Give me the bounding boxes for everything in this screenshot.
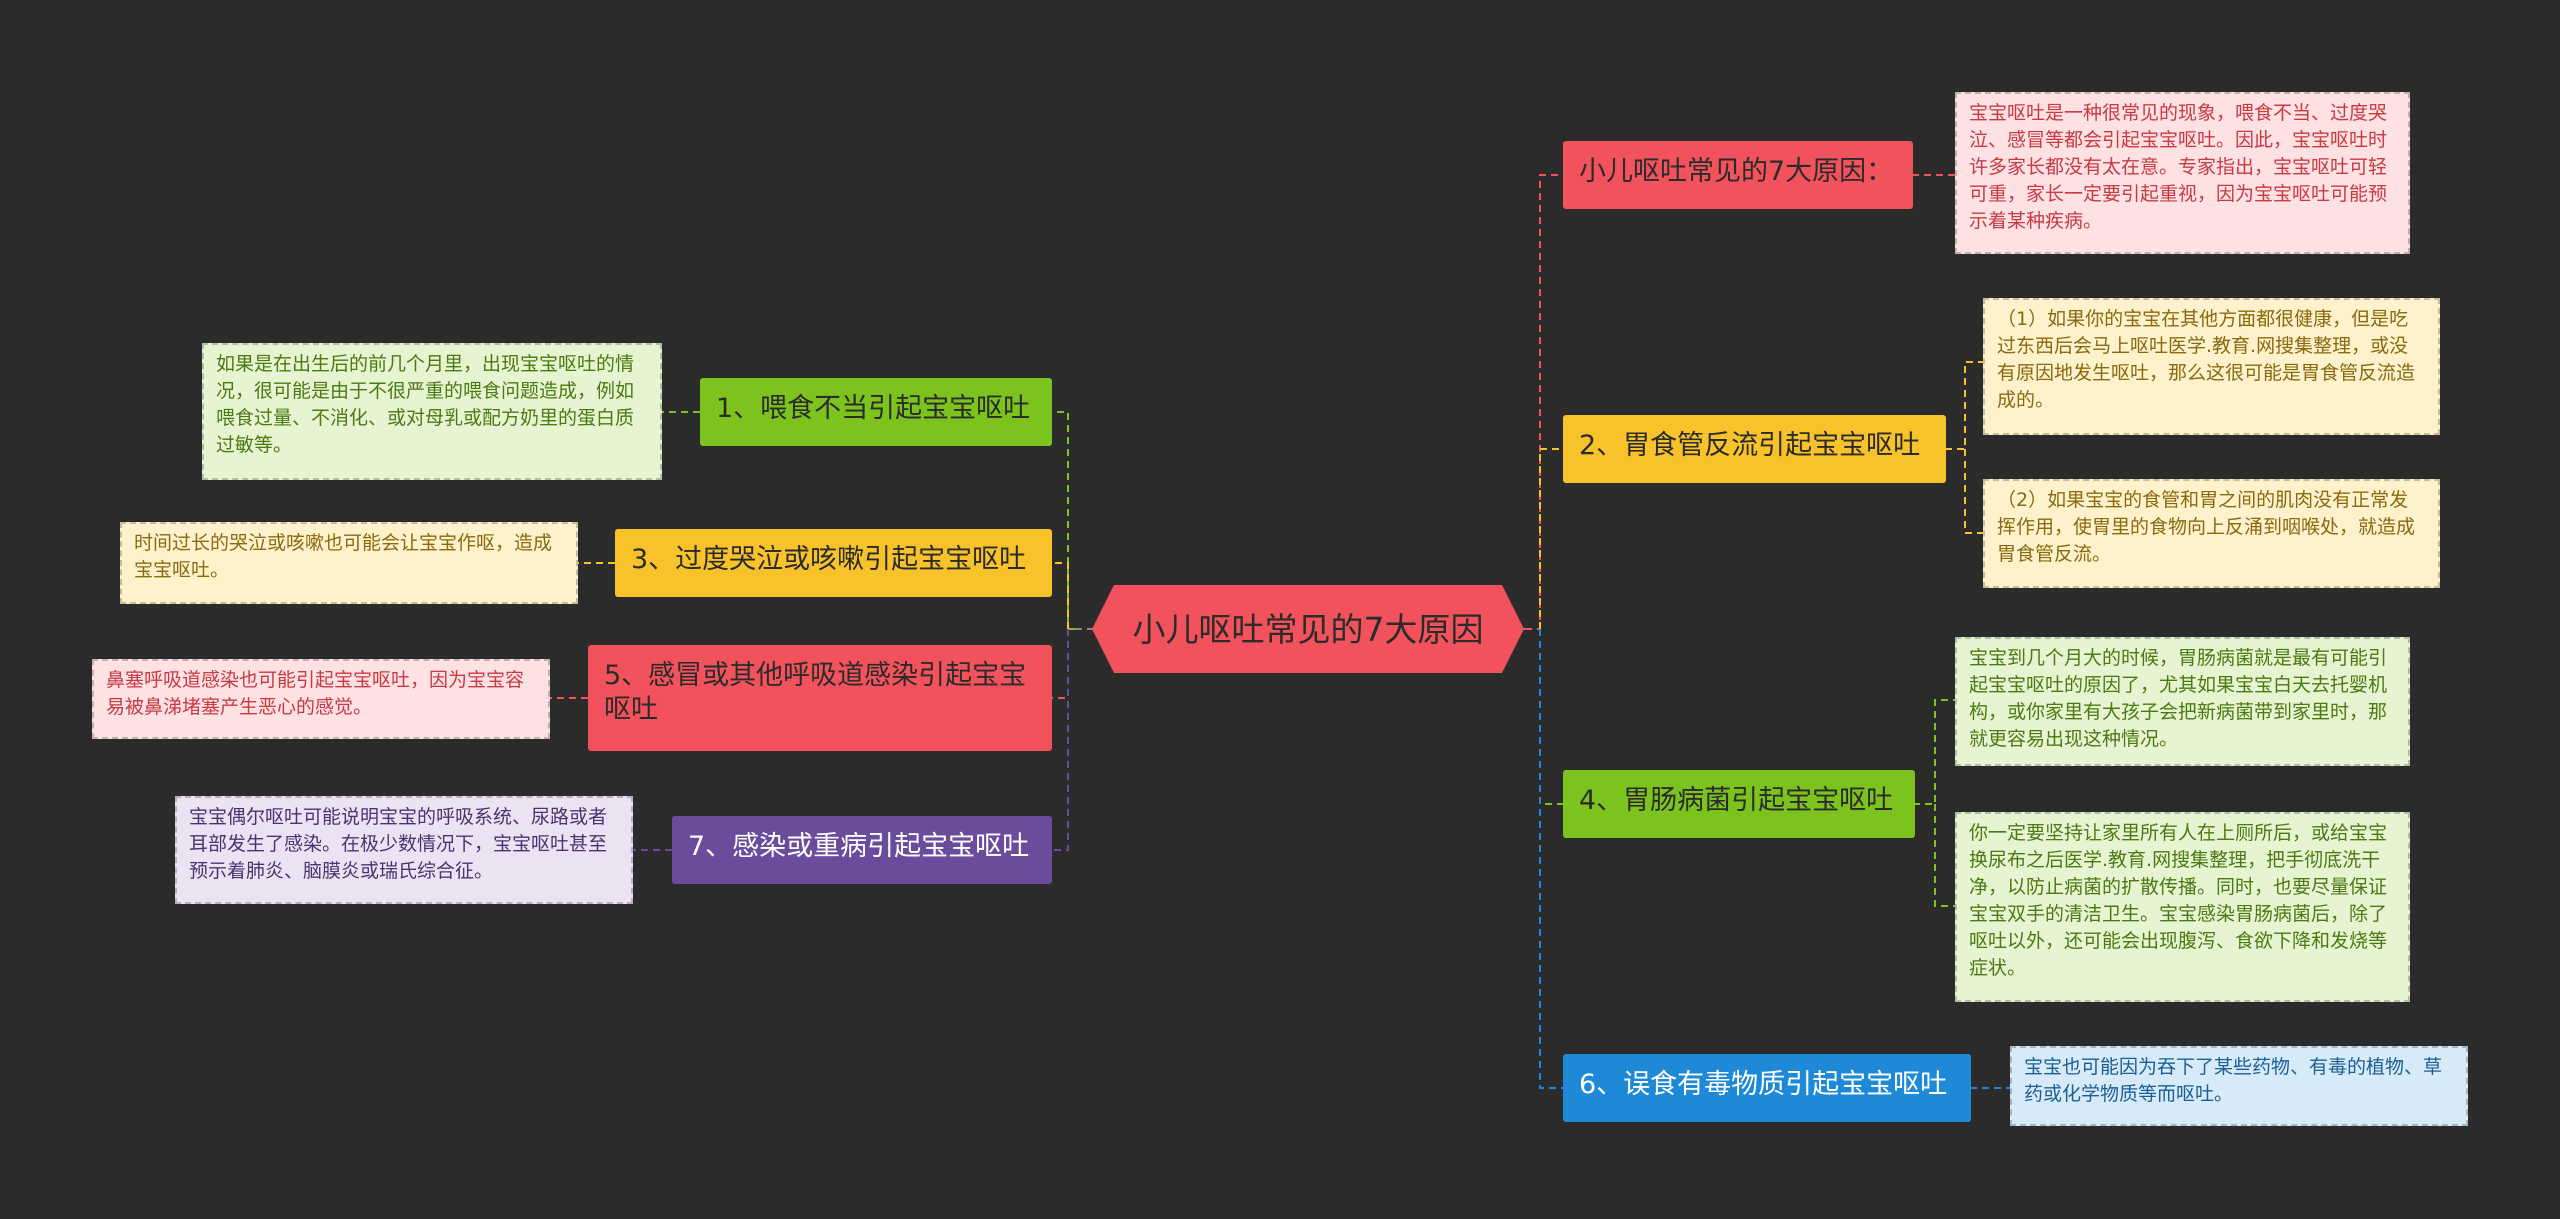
branch-cold[interactable]: 5、感冒或其他呼吸道感染引起宝宝呕吐 [588, 645, 1052, 751]
branch-germs-label: 4、胃肠病菌引起宝宝呕吐 [1579, 785, 1894, 816]
branch-poison-label: 6、误食有毒物质引起宝宝呕吐 [1579, 1069, 1948, 1100]
link-right-4 [1539, 629, 1568, 1089]
detail-cold-text: 鼻塞呼吸道感染也可能引起宝宝呕吐，因为宝宝容易被鼻涕堵塞产生恶心的感觉。 [106, 669, 525, 718]
detail-poison: 宝宝也可能因为吞下了某些药物、有毒的植物、草药或化学物质等而呕吐。 [2010, 1046, 2468, 1126]
detail-germs-1-text: 宝宝到几个月大的时候，胃肠病菌就是最有可能引起宝宝呕吐的原因了，尤其如果宝宝白天… [1969, 647, 2388, 750]
detail-crying-text: 时间过长的哭泣或咳嗽也可能会让宝宝作呕，造成宝宝呕吐。 [134, 532, 553, 581]
link-right-2 [1539, 448, 1568, 629]
detail-cold: 鼻塞呼吸道感染也可能引起宝宝呕吐，因为宝宝容易被鼻涕堵塞产生恶心的感觉。 [92, 659, 550, 739]
detail-reflux-1: （1）如果你的宝宝在其他方面都很健康，但是吃过东西后会马上呕吐医学.教育.网搜集… [1983, 298, 2440, 435]
branch-poison[interactable]: 6、误食有毒物质引起宝宝呕吐 [1563, 1054, 1971, 1122]
link-left-2 [1052, 562, 1069, 629]
branch-infection[interactable]: 7、感染或重病引起宝宝呕吐 [672, 816, 1052, 884]
branch-intro[interactable]: 小儿呕吐常见的7大原因： [1563, 141, 1913, 209]
detail-germs-1: 宝宝到几个月大的时候，胃肠病菌就是最有可能引起宝宝呕吐的原因了，尤其如果宝宝白天… [1955, 637, 2410, 766]
detail-germs-2: 你一定要坚持让家里所有人在上厕所后，或给宝宝换尿布之后医学.教育.网搜集整理，把… [1955, 812, 2410, 1002]
link-right-1 [1525, 174, 1568, 630]
root-node[interactable]: 小儿呕吐常见的7大原因 [1092, 585, 1524, 673]
link-r3-d2 [1934, 804, 1955, 907]
link-left-3 [1052, 629, 1069, 699]
branch-crying-label: 3、过度哭泣或咳嗽引起宝宝呕吐 [631, 544, 1027, 575]
detail-reflux-1-text: （1）如果你的宝宝在其他方面都很健康，但是吃过东西后会马上呕吐医学.教育.网搜集… [1997, 308, 2416, 411]
detail-feeding-text: 如果是在出生后的前几个月里，出现宝宝呕吐的情况，很可能是由于不很严重的喂食问题造… [216, 353, 635, 456]
link-r3-d1 [1913, 699, 1955, 805]
link-r2-d1 [1945, 361, 1985, 450]
link-left-1 [1052, 411, 1075, 630]
branch-reflux[interactable]: 2、胃食管反流引起宝宝呕吐 [1563, 415, 1946, 483]
branch-feeding-label: 1、喂食不当引起宝宝呕吐 [716, 393, 1031, 424]
branch-intro-label: 小儿呕吐常见的7大原因： [1579, 156, 1894, 187]
detail-poison-text: 宝宝也可能因为吞下了某些药物、有毒的植物、草药或化学物质等而呕吐。 [2024, 1056, 2443, 1105]
branch-reflux-label: 2、胃食管反流引起宝宝呕吐 [1579, 430, 1921, 461]
detail-reflux-2-text: （2）如果宝宝的食管和胃之间的肌肉没有正常发挥作用，使胃里的食物向上反涌到咽喉处… [1997, 489, 2416, 565]
root-label: 小儿呕吐常见的7大原因 [1133, 610, 1484, 649]
branch-infection-label: 7、感染或重病引起宝宝呕吐 [688, 831, 1030, 862]
detail-feeding: 如果是在出生后的前几个月里，出现宝宝呕吐的情况，很可能是由于不很严重的喂食问题造… [202, 343, 662, 480]
detail-germs-2-text: 你一定要坚持让家里所有人在上厕所后，或给宝宝换尿布之后医学.教育.网搜集整理，把… [1969, 822, 2388, 979]
detail-infection: 宝宝偶尔呕吐可能说明宝宝的呼吸系统、尿路或者耳部发生了感染。在极少数情况下，宝宝… [175, 796, 633, 904]
link-r2-d2 [1964, 449, 1985, 534]
branch-feeding[interactable]: 1、喂食不当引起宝宝呕吐 [700, 378, 1052, 446]
branch-crying[interactable]: 3、过度哭泣或咳嗽引起宝宝呕吐 [615, 529, 1052, 597]
branch-cold-label: 5、感冒或其他呼吸道感染引起宝宝呕吐 [604, 660, 1027, 725]
detail-intro-text: 宝宝呕吐是一种很常见的现象，喂食不当、过度哭泣、感冒等都会引起宝宝呕吐。因此，宝… [1969, 102, 2388, 232]
detail-infection-text: 宝宝偶尔呕吐可能说明宝宝的呼吸系统、尿路或者耳部发生了感染。在极少数情况下，宝宝… [189, 806, 608, 882]
detail-intro: 宝宝呕吐是一种很常见的现象，喂食不当、过度哭泣、感冒等都会引起宝宝呕吐。因此，宝… [1955, 92, 2410, 254]
link-left-4 [1052, 629, 1069, 851]
detail-reflux-2: （2）如果宝宝的食管和胃之间的肌肉没有正常发挥作用，使胃里的食物向上反涌到咽喉处… [1983, 479, 2440, 588]
branch-germs[interactable]: 4、胃肠病菌引起宝宝呕吐 [1563, 770, 1915, 838]
detail-crying: 时间过长的哭泣或咳嗽也可能会让宝宝作呕，造成宝宝呕吐。 [120, 522, 578, 604]
